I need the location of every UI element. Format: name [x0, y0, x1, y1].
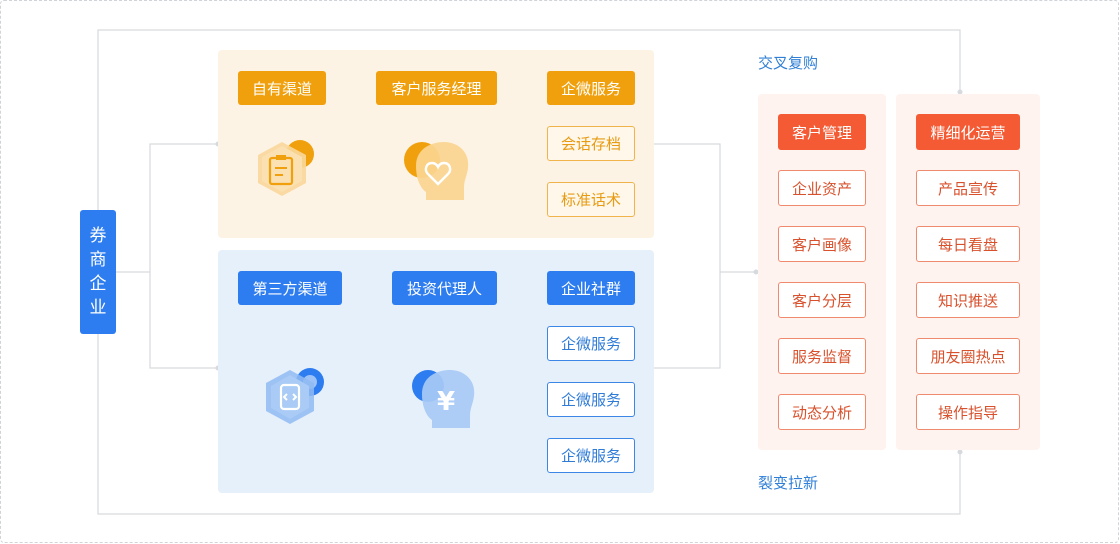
operations-header: 精细化运营 [916, 114, 1020, 150]
chain-node-community: 企业社群 [547, 271, 635, 305]
customer-item-assets: 企业资产 [778, 170, 866, 206]
chain-node-third-party: 第三方渠道 [238, 271, 342, 305]
vert-char: 业 [89, 298, 107, 318]
service-wecom-2: 企微服务 [547, 382, 635, 417]
svg-text:¥: ¥ [437, 387, 455, 417]
code-hexagon-icon [266, 368, 324, 424]
service-wecom-1: 企微服务 [547, 326, 635, 361]
vert-char: 券 [89, 226, 107, 246]
customer-item-analysis: 动态分析 [778, 394, 866, 430]
operations-item-guidance: 操作指导 [916, 394, 1020, 430]
chain-node-own-channel: 自有渠道 [238, 71, 326, 105]
operations-item-daily-review: 每日看盘 [916, 226, 1020, 262]
vert-char: 商 [89, 250, 107, 270]
operations-item-knowledge: 知识推送 [916, 282, 1020, 318]
customer-item-portrait: 客户画像 [778, 226, 866, 262]
referral-growth-label: 裂变拉新 [758, 474, 819, 492]
service-wecom-3: 企微服务 [547, 438, 635, 473]
clipboard-hexagon-icon [258, 140, 314, 196]
branch-line-left [116, 143, 218, 369]
operations-panel [896, 94, 1040, 450]
customer-management-header: 客户管理 [778, 114, 866, 150]
operations-item-promotion: 产品宣传 [916, 170, 1020, 206]
branch-line-right [654, 143, 756, 369]
operations-item-moments: 朋友圈热点 [916, 338, 1020, 374]
chain-node-service-manager: 客户服务经理 [376, 71, 497, 105]
cross-repurchase-label: 交叉复购 [758, 54, 819, 72]
customer-item-segmentation: 客户分层 [778, 282, 866, 318]
securities-firm-label: 券 商 企 业 [80, 210, 116, 334]
customer-item-supervision: 服务监督 [778, 338, 866, 374]
vert-char: 企 [89, 274, 107, 294]
heart-head-icon [404, 142, 469, 200]
loop-line-bottom [97, 334, 961, 515]
service-session-archive: 会话存档 [547, 126, 635, 161]
yen-head-icon: ¥ [412, 370, 475, 428]
service-standard-script: 标准话术 [547, 182, 635, 217]
loop-line-top [97, 29, 961, 210]
chain-node-agent: 投资代理人 [392, 271, 497, 305]
chain-node-wecom-service: 企微服务 [547, 71, 635, 105]
customer-management-panel [758, 94, 886, 450]
